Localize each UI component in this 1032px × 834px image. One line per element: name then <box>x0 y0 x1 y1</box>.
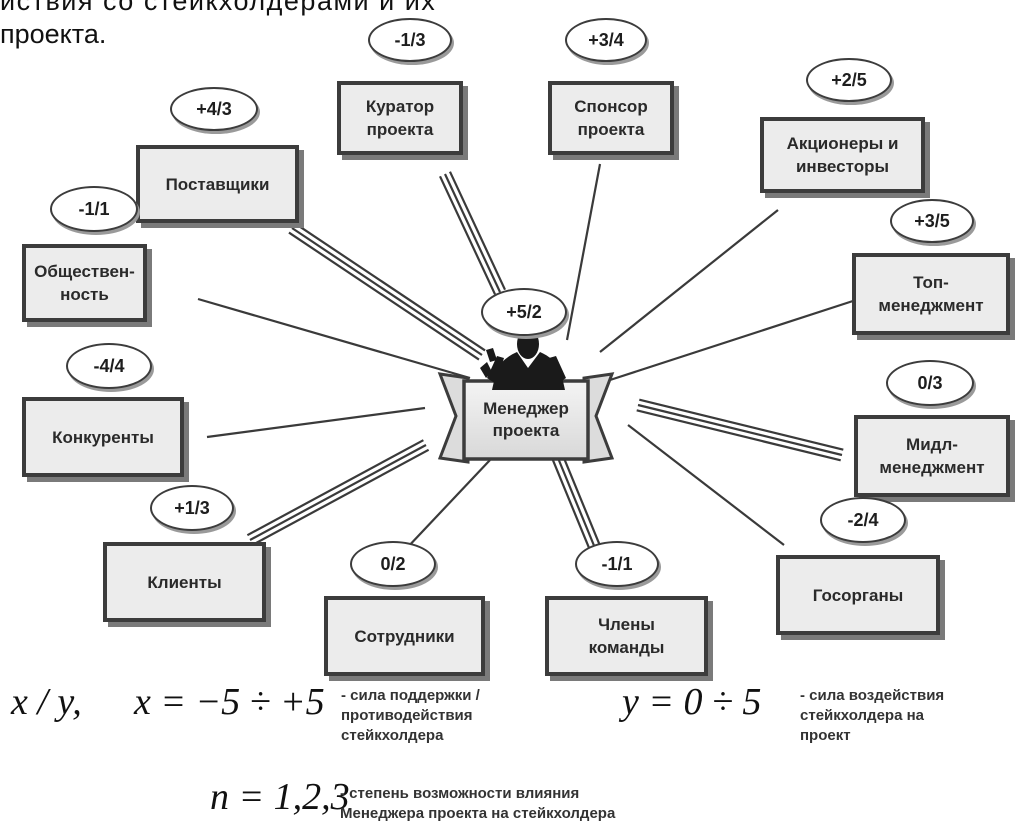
score-oval-obshchestvennost: -1/1 <box>50 186 138 232</box>
stakeholder-box-sponsor: Спонсор проекта <box>548 81 674 155</box>
connector-line-chleny <box>551 459 591 551</box>
center-node-label: Менеджер проекта <box>462 381 590 459</box>
stakeholder-label: Спонсор проекта <box>574 97 648 139</box>
connector-line-klienty <box>246 439 424 537</box>
score-oval-postavshchiki: +4/3 <box>170 87 258 131</box>
stakeholder-label: Обществен- ность <box>34 262 135 304</box>
manager-banner <box>437 372 615 464</box>
stakeholder-box-top: Топ- менеджмент <box>852 253 1010 335</box>
connector-line-kurator <box>439 175 497 295</box>
stakeholder-label: Члены команды <box>588 615 665 657</box>
stakeholder-label: Топ- менеджмент <box>878 273 984 315</box>
connector-line-midl <box>637 403 843 457</box>
stakeholder-box-aktsionery: Акционеры и инвесторы <box>760 117 925 193</box>
connector-line-chleny <box>556 457 597 549</box>
connector-line-aktsionery <box>599 209 779 353</box>
score-oval-sponsor: +3/4 <box>565 18 647 62</box>
connector-line-postavshchiki <box>294 222 486 352</box>
formula-xy-left: x / y, <box>11 681 82 723</box>
connector-line-postavshchiki <box>291 227 483 356</box>
stakeholder-box-chleny: Члены команды <box>545 596 708 676</box>
connector-line-obshchestvennost <box>197 297 471 380</box>
note-influence: - сила воздействия стейкхолдера на проек… <box>800 687 945 744</box>
score-oval-midl: 0/3 <box>886 360 974 406</box>
score: +2/5 <box>831 69 867 90</box>
score: -1/3 <box>394 29 426 50</box>
formula-n-range: n = 1,2,3 <box>210 776 350 818</box>
note-support: - сила поддержки / противодействия стейк… <box>341 687 480 744</box>
stakeholder-box-obshchestvennost: Обществен- ность <box>22 244 147 322</box>
stakeholder-label: Клиенты <box>147 572 222 592</box>
score-oval-konkurenty: -4/4 <box>66 343 152 389</box>
connector-line-konkurenty <box>206 406 426 439</box>
stakeholder-box-konkurenty: Конкуренты <box>22 397 184 477</box>
stakeholder-label: Конкуренты <box>52 427 154 447</box>
stakeholder-box-klienty: Клиенты <box>103 542 266 622</box>
score: 0/2 <box>380 553 406 574</box>
score: +4/3 <box>196 98 232 119</box>
connector-line-top <box>609 298 857 382</box>
score-oval-chleny: -1/1 <box>575 541 659 587</box>
businessman-figure-icon <box>480 329 566 390</box>
intro-line-1: йствия со стейкхолдерами и их <box>0 0 437 16</box>
stakeholder-box-kurator: Куратор проекта <box>337 81 463 155</box>
connector-line-klienty <box>249 444 427 541</box>
score: +3/5 <box>914 210 950 231</box>
score: 0/3 <box>917 372 943 393</box>
score: +3/4 <box>588 29 624 50</box>
connector-line-kurator <box>448 171 506 291</box>
stakeholder-label: Мидл- менеджмент <box>879 435 985 477</box>
stakeholder-label: Куратор проекта <box>365 97 435 139</box>
formula-x-range-text: x = −5 ÷ +5 <box>134 681 325 723</box>
formula-y-range: y = 0 ÷ 5 <box>622 681 762 723</box>
score: -1/1 <box>601 553 633 574</box>
score: -4/4 <box>93 355 125 376</box>
stakeholder-box-sotrudniki: Сотрудники <box>324 596 485 676</box>
score-oval-top: +3/5 <box>890 199 974 243</box>
connector-line-midl <box>639 398 844 451</box>
score: -1/1 <box>78 198 110 219</box>
formula-x-range: x = −5 ÷ +5 <box>134 680 325 724</box>
score: -2/4 <box>847 509 879 530</box>
stakeholder-label: Акционеры и инвесторы <box>786 134 899 176</box>
stakeholder-label: Госорганы <box>812 585 904 605</box>
connector-line-sponsor <box>565 163 602 341</box>
connector-line-chleny <box>562 455 602 547</box>
stakeholder-label: Поставщики <box>165 174 270 194</box>
intro-text: йствия со стейкхолдерами и их проекта. <box>0 0 437 51</box>
manager-label: Менеджер проекта <box>483 399 569 440</box>
stakeholder-box-midl: Мидл- менеджмент <box>854 415 1010 497</box>
connector-line-sotrudniki <box>404 459 491 551</box>
stakeholder-box-postavshchiki: Поставщики <box>136 145 299 223</box>
connector-line-postavshchiki <box>288 231 480 361</box>
connector-line-midl <box>636 409 841 462</box>
score-oval-klienty: +1/3 <box>150 485 234 531</box>
score-oval-aktsionery: +2/5 <box>806 58 892 102</box>
center-score-oval: +5/2 <box>481 288 567 336</box>
center-score: +5/2 <box>506 301 542 322</box>
score-oval-kurator: -1/3 <box>368 18 452 62</box>
connector-line-klienty <box>252 448 430 546</box>
intro-line-2: проекта. <box>0 19 107 49</box>
stakeholder-label: Сотрудники <box>354 626 455 646</box>
stakeholder-box-gosorgany: Госорганы <box>776 555 940 635</box>
connector-line-kurator <box>444 173 501 293</box>
connector-line-gosorgany <box>627 424 785 546</box>
formula-xy: x / y, <box>11 680 82 724</box>
score: +1/3 <box>174 497 210 518</box>
score-oval-sotrudniki: 0/2 <box>350 541 436 587</box>
score-oval-gosorgany: -2/4 <box>820 497 906 543</box>
note-manager-influence: - степень возможности влияния Менеджера … <box>340 785 616 822</box>
